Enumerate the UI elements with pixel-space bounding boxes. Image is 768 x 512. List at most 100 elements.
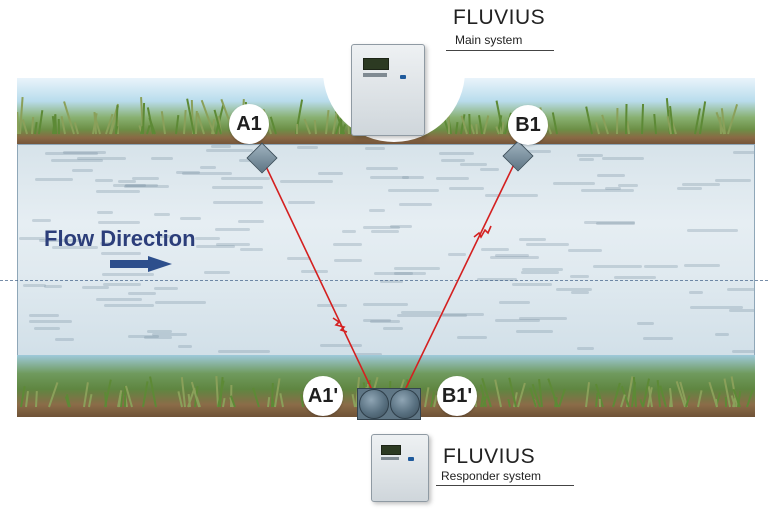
water-ripple [124, 185, 169, 188]
water-ripple [215, 228, 250, 231]
water-ripple [570, 275, 589, 278]
main-system-brand: FLUVIUS [453, 6, 546, 29]
water-ripple [522, 268, 563, 271]
water-ripple [151, 157, 173, 160]
main-system-display [363, 58, 389, 70]
water-ripple [45, 152, 98, 155]
water-ripple [218, 350, 270, 353]
water-ripple [144, 336, 172, 339]
sensor-b1-prime-icon [390, 389, 420, 419]
water-ripple [401, 311, 441, 314]
water-ripple [55, 338, 74, 341]
water-ripple [96, 190, 140, 193]
water-ripple [727, 288, 754, 291]
water-ripple [677, 187, 702, 190]
arrow-right-icon [110, 256, 172, 272]
sensor-a1-prime-icon [359, 389, 389, 419]
responder-system-display [381, 445, 401, 455]
water-ripple [125, 184, 146, 187]
water-ripple [113, 184, 158, 187]
river-water [17, 144, 755, 370]
label-a1-prime: A1' [303, 376, 343, 416]
beam-a1-a1prime [261, 157, 374, 393]
water-ripple [643, 337, 673, 340]
water-ripple [390, 225, 412, 228]
grass-blade [296, 124, 298, 134]
water-ripple [23, 284, 46, 287]
water-ripple [29, 314, 59, 317]
water-ripple [441, 314, 467, 317]
water-ripple [98, 221, 140, 224]
water-ripple [436, 177, 469, 180]
responder-system-brand: FLUVIUS [443, 445, 536, 468]
water-ripple [104, 304, 154, 307]
water-ripple [239, 159, 255, 162]
water-ripple [82, 286, 109, 289]
water-ripple [689, 291, 703, 294]
water-ripple [221, 177, 270, 180]
water-ripple [402, 176, 424, 179]
water-ripple [363, 303, 408, 306]
responder-system-underline [436, 485, 574, 486]
main-system-subtitle: Main system [455, 33, 523, 47]
water-ripple [51, 159, 103, 162]
water-ripple [495, 254, 529, 257]
water-ripple [512, 283, 552, 286]
water-ripple [715, 333, 729, 336]
water-ripple [147, 330, 172, 333]
responder-system-cabinet [371, 434, 429, 502]
water-ripple [597, 174, 625, 177]
water-ripple [593, 265, 642, 268]
water-ripple [34, 327, 60, 330]
water-ripple [499, 301, 530, 304]
water-ripple [383, 327, 403, 330]
water-ripple [571, 291, 589, 294]
main-system-led [400, 75, 406, 79]
water-ripple [596, 222, 635, 225]
water-ripple [212, 186, 263, 189]
water-ripple [100, 242, 114, 245]
water-ripple [102, 273, 154, 276]
water-ripple [618, 184, 638, 187]
water-ripple [371, 230, 399, 233]
water-ripple [35, 178, 73, 181]
water-ripple [477, 278, 517, 281]
water-ripple [178, 345, 192, 348]
water-ripple [318, 172, 343, 175]
water-ripple [518, 150, 551, 153]
main-system-keypad [363, 73, 387, 77]
water-ripple [581, 189, 634, 192]
water-ripple [684, 264, 720, 267]
water-ripple [366, 167, 398, 170]
water-ripple [448, 253, 466, 256]
water-ripple [460, 163, 487, 166]
water-ripple [39, 239, 84, 242]
water-ripple [355, 353, 382, 356]
water-ripple [29, 320, 72, 323]
water-ripple [238, 220, 264, 223]
beam-b1-b1prime [403, 155, 519, 393]
water-ripple [521, 271, 559, 274]
water-ripple [553, 182, 595, 185]
main-system-underline [446, 50, 554, 51]
water-ripple [333, 243, 362, 246]
water-ripple [519, 238, 546, 241]
water-ripple [77, 157, 126, 160]
label-b1-prime: B1' [437, 376, 477, 416]
water-ripple [490, 256, 539, 259]
flow-direction-label: Flow Direction [44, 226, 196, 251]
water-ripple [63, 151, 106, 154]
responder-system-keypad [381, 457, 399, 460]
water-ripple [577, 154, 603, 157]
water-ripple [526, 243, 569, 246]
water-ripple [519, 317, 567, 320]
water-ripple [568, 249, 602, 252]
responder-system-subtitle: Responder system [441, 469, 542, 483]
water-ripple [397, 314, 440, 317]
water-ripple [394, 272, 413, 275]
water-ripple [614, 276, 656, 279]
water-ripple [370, 320, 400, 323]
water-ripple [132, 177, 159, 180]
water-ripple [369, 209, 385, 212]
water-ripple [342, 230, 356, 233]
